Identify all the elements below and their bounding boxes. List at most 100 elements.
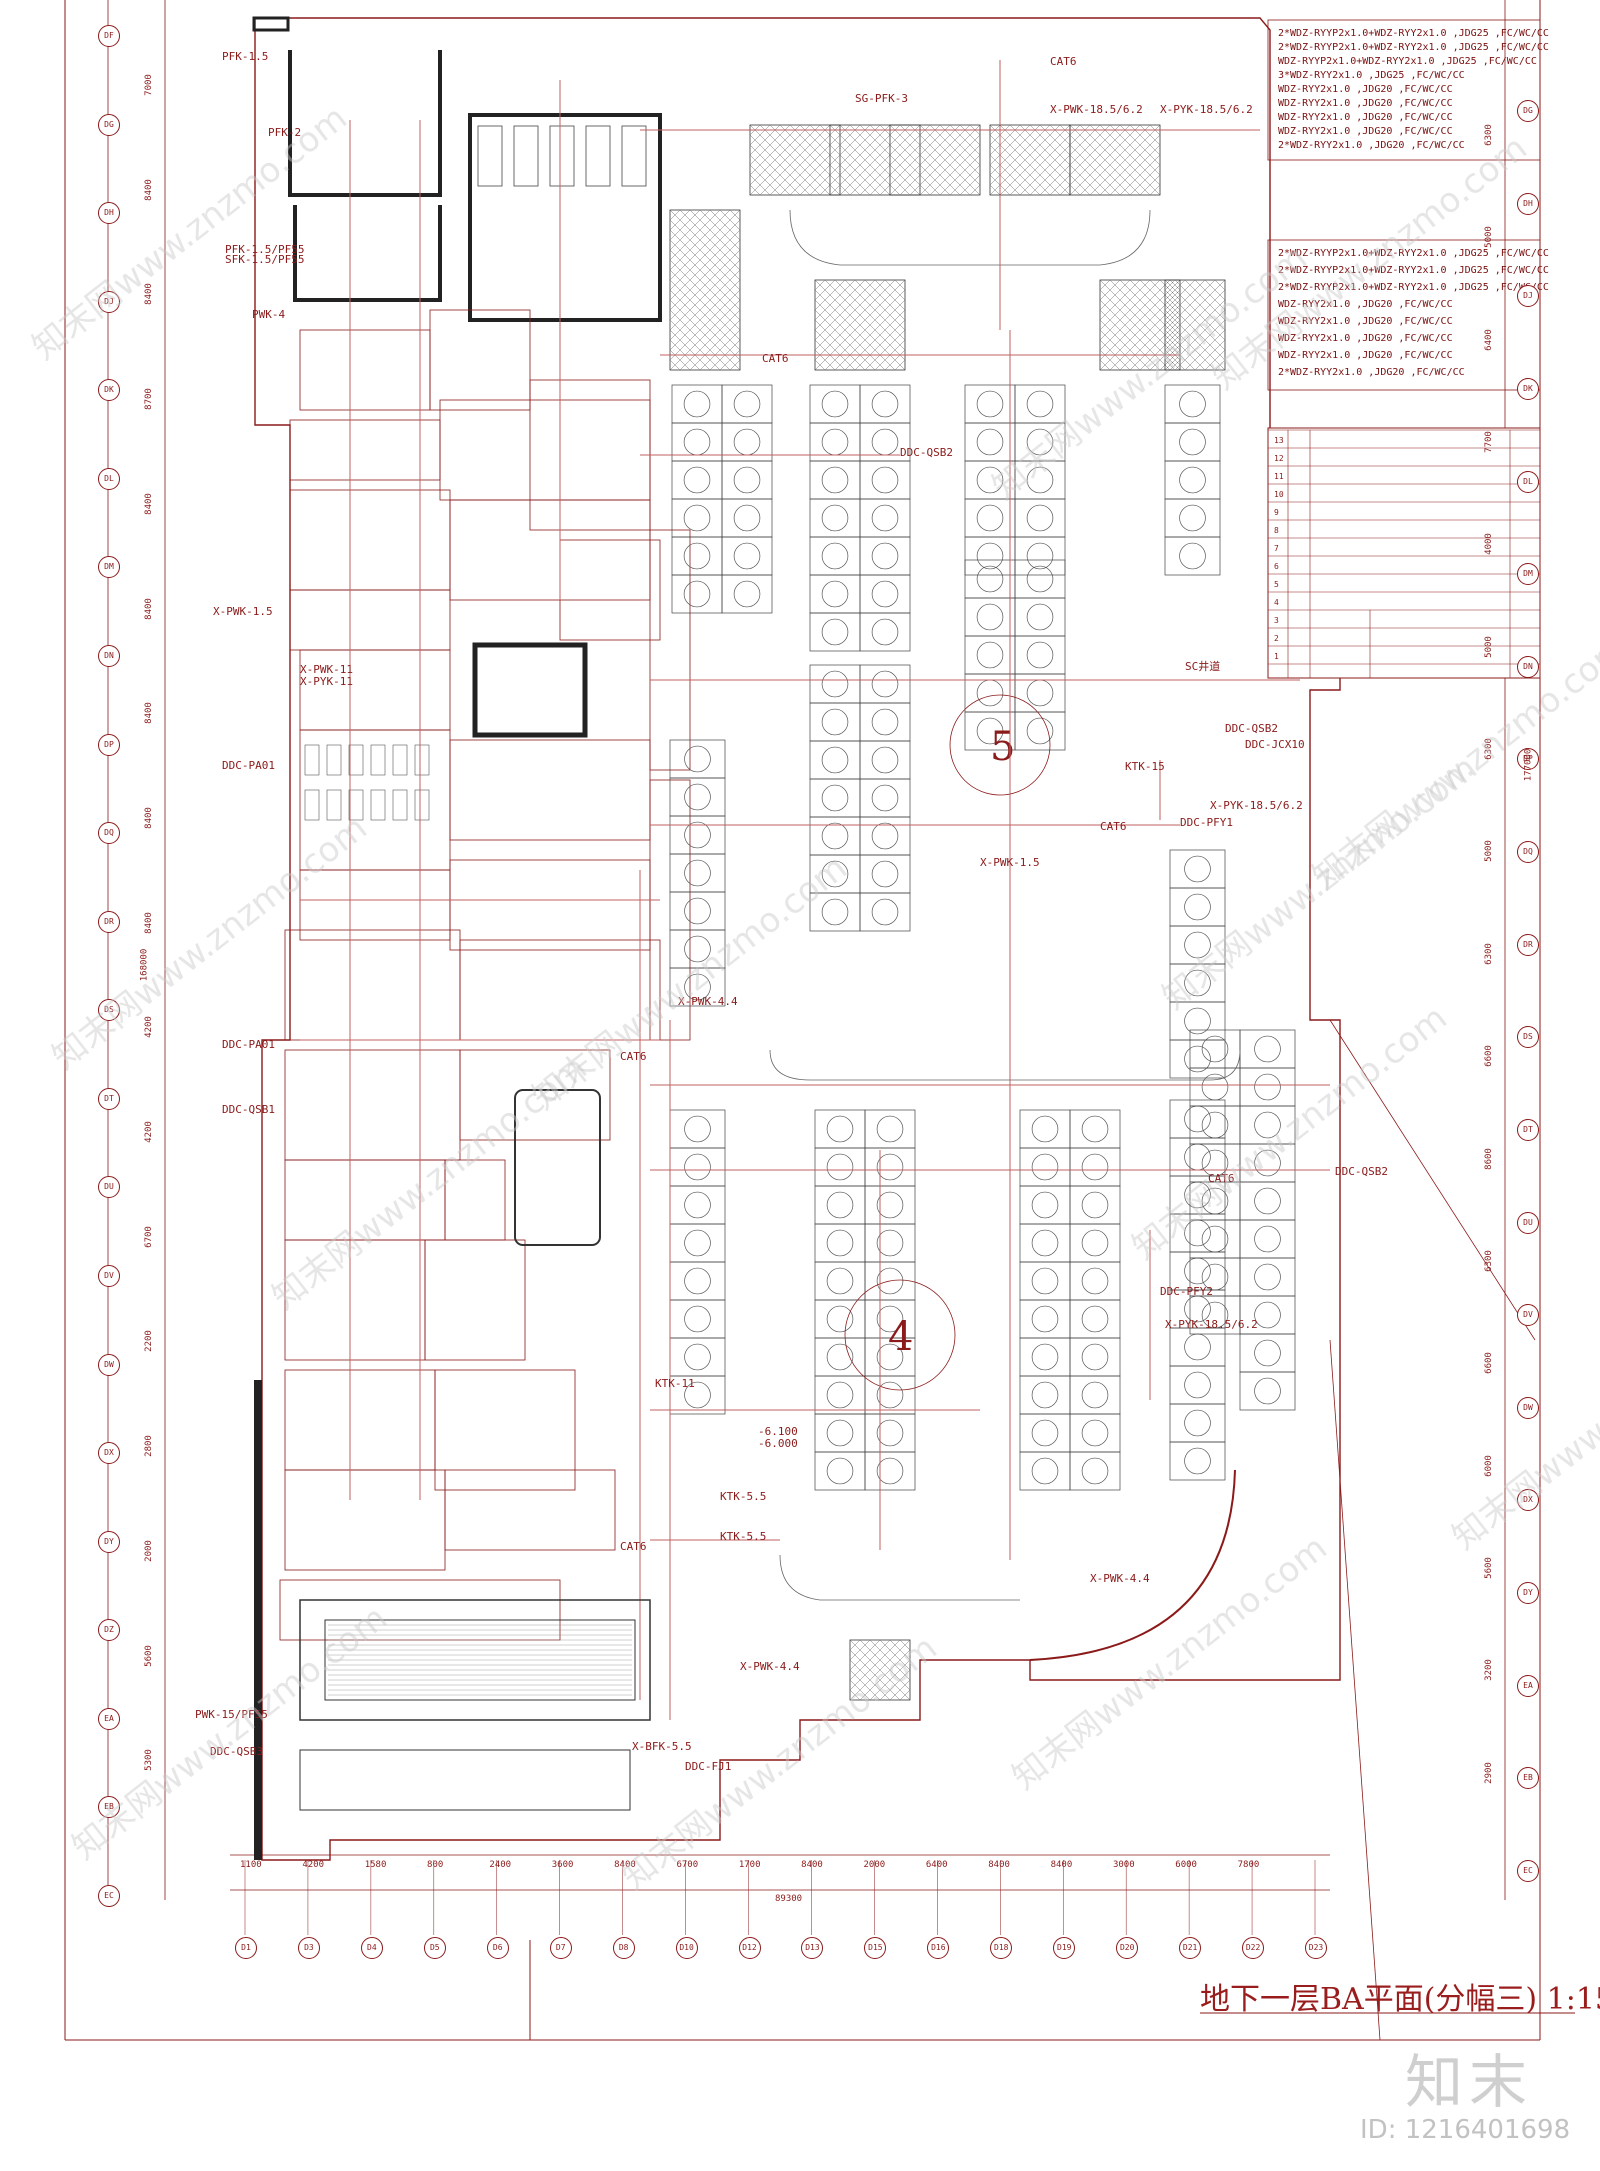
- hatch-line: [749, 124, 801, 176]
- stair-run-0: [477, 125, 503, 187]
- c1b-car-0: [733, 390, 761, 418]
- dimension-label: 6000: [1175, 1860, 1197, 1870]
- c14-car-5: [1201, 1225, 1229, 1253]
- room-12: [284, 929, 461, 1041]
- axis-bubble: EA: [98, 1707, 120, 1730]
- c4-car-2: [1179, 466, 1206, 494]
- c2-stall-6: [809, 612, 861, 652]
- c1b-stall-2: [721, 460, 773, 500]
- legend-top-row: 2*WDZ-RYYP2x1.0+WDZ-RYY2x1.0 ,JDG25 ,FC/…: [1278, 42, 1549, 53]
- equipment-label: X-PWK-4.4: [740, 1660, 800, 1673]
- hatch-line: [889, 124, 911, 146]
- c11b-car-1: [1081, 1153, 1109, 1181]
- dimension-label: 8400: [143, 807, 154, 829]
- c2-car-5: [821, 580, 849, 608]
- c9-stall-3: [669, 1223, 726, 1263]
- dimension-label: 7700: [1483, 431, 1494, 453]
- c10-stall-1: [814, 1147, 866, 1187]
- c2-car-2: [821, 466, 849, 494]
- c6b-stall-5: [859, 854, 911, 894]
- west-core-wall: [254, 1380, 262, 1860]
- equipment-label: DDC-QSB2: [1225, 722, 1278, 735]
- c11b-stall-9: [1069, 1451, 1121, 1491]
- c3-stall-0: [964, 384, 1016, 424]
- c10-car-1: [826, 1153, 854, 1181]
- c2-stall-0: [809, 384, 861, 424]
- c6b-stall-3: [859, 778, 911, 818]
- hatch-line: [814, 279, 836, 301]
- desk-1: [326, 744, 342, 776]
- c6-car-1: [821, 708, 849, 736]
- hatch-line: [669, 229, 741, 301]
- c11b-car-8: [1081, 1419, 1109, 1447]
- c13-stall-6: [1239, 1257, 1296, 1297]
- equipment-label: X-PWK-1.5: [980, 856, 1040, 869]
- c8-car-1: [1184, 893, 1211, 921]
- stair-core: [468, 113, 662, 322]
- c3b-car-4: [1026, 542, 1054, 570]
- c6b-stall-2: [859, 740, 911, 780]
- c1-stall-2: [671, 460, 723, 500]
- hatch-line: [1194, 279, 1226, 311]
- c4-car-1: [1179, 428, 1206, 456]
- c10-car-7: [826, 1381, 854, 1409]
- c7-car-3: [976, 679, 1004, 707]
- axis-bubble: DW: [98, 1353, 120, 1376]
- hatch-line: [1029, 124, 1071, 166]
- c1-car-1: [683, 428, 711, 456]
- dimension-label: 7800: [1237, 1860, 1260, 1870]
- hatch-line: [669, 279, 741, 351]
- axis-bubble: D1: [235, 1937, 257, 1959]
- hatch-line: [849, 1639, 871, 1661]
- equipment-label: CAT6: [620, 1050, 647, 1063]
- hatch-line: [1089, 124, 1161, 196]
- c8-car-0: [1184, 855, 1211, 883]
- c6b-car-0: [871, 670, 899, 698]
- axis-bubble: DY: [98, 1530, 120, 1553]
- c10-stall-8: [814, 1413, 866, 1453]
- axis-bubble: DM: [1517, 563, 1539, 586]
- axis-bubble: D13: [801, 1937, 824, 1959]
- hatch-line: [874, 279, 906, 311]
- c10b-stall-8: [864, 1413, 916, 1453]
- legend-mid-row: WDZ-RYY2x1.0 ,JDG20 ,FC/WC/CC: [1278, 299, 1453, 310]
- desk-b-4: [392, 789, 408, 821]
- room-1: [429, 309, 531, 411]
- hatch-line: [669, 239, 741, 311]
- c6-stall-1: [809, 702, 861, 742]
- c4-stall-1: [1164, 422, 1221, 462]
- c5-car-6: [684, 973, 711, 1001]
- hatch-line: [669, 299, 741, 371]
- hatch-line: [1109, 124, 1161, 176]
- legend-mid-row: 2*WDZ-RYYP2x1.0+WDZ-RYY2x1.0 ,JDG25 ,FC/…: [1278, 248, 1549, 259]
- dimension-label: 5000: [1483, 226, 1494, 249]
- legend-top-row: WDZ-RYY2x1.0 ,JDG20 ,FC/WC/CC: [1278, 112, 1453, 123]
- equipment-label: X-PYK-18.5/6.2: [1165, 1318, 1258, 1331]
- hatch-line: [749, 124, 791, 166]
- c5-stall-3: [669, 853, 726, 893]
- c2-stall-4: [809, 536, 861, 576]
- c7-car-4: [976, 717, 1004, 745]
- c12-car-4: [1184, 1257, 1211, 1285]
- c2b-stall-6: [859, 612, 911, 652]
- feature-pond: [514, 1089, 601, 1246]
- diagonal-guide-2: [1329, 1339, 1381, 2041]
- c8-stall-1: [1169, 887, 1226, 927]
- axis-bubble: DU: [1517, 1211, 1539, 1234]
- hatch-line: [854, 279, 906, 331]
- c10b-car-9: [876, 1457, 904, 1485]
- c10b-car-4: [876, 1267, 904, 1295]
- c14-car-4: [1201, 1187, 1229, 1215]
- c2-car-3: [821, 504, 849, 532]
- c1-car-0: [683, 390, 711, 418]
- axis-bubble: DK: [98, 379, 120, 402]
- c11b-stall-6: [1069, 1337, 1121, 1377]
- dimension-label: 5600: [1483, 1557, 1494, 1579]
- c10b-stall-2: [864, 1185, 916, 1225]
- equipment-label: X-PYK-11: [300, 675, 353, 688]
- axis-bubble: DJ: [1517, 285, 1539, 308]
- axis-bubble: DP: [98, 733, 120, 756]
- hatch-line: [1099, 279, 1121, 301]
- c5-car-2: [684, 821, 711, 849]
- axis-bubble: D18: [990, 1937, 1013, 1959]
